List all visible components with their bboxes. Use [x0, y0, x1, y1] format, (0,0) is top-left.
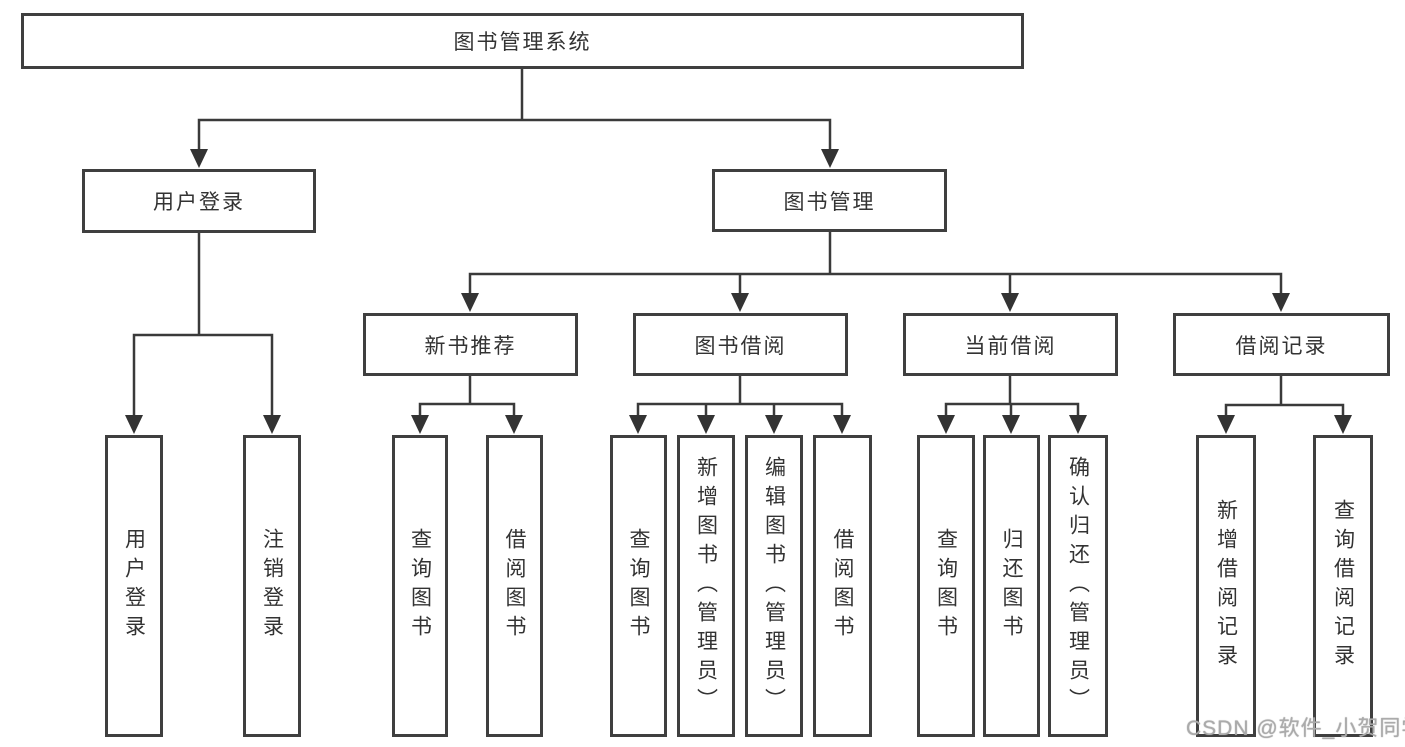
leaf-edit-books-admin-label: 编辑图书（管理员） — [762, 455, 786, 717]
leaf-logout: 注销登录 — [243, 435, 301, 737]
leaf-query-borrow-record-label: 查询借阅记录 — [1331, 499, 1355, 673]
connector-userlogin-to-leaves — [132, 233, 274, 418]
leaf-query-borrow-record: 查询借阅记录 — [1313, 435, 1373, 737]
leaf-borrow-books-recommend-label: 借阅图书 — [503, 528, 526, 644]
node-book-management: 图书管理 — [712, 169, 947, 232]
leaf-query-books-recommend: 查询图书 — [392, 435, 448, 737]
connector-bookmgmt-to-level3 — [468, 232, 1283, 296]
leaf-logout-label: 注销登录 — [260, 528, 284, 644]
leaf-return-books: 归还图书 — [983, 435, 1040, 737]
leaf-borrow-books: 借阅图书 — [813, 435, 872, 737]
connector-bookborrow-to-leaves — [636, 376, 844, 418]
connector-currentborrow-to-leaves — [944, 376, 1080, 418]
connector-newbooks-to-leaves — [418, 376, 516, 418]
node-book-borrow: 图书借阅 — [633, 313, 848, 376]
leaf-query-books-current: 查询图书 — [917, 435, 975, 737]
leaf-add-books-admin: 新增图书（管理员） — [677, 435, 735, 737]
leaf-user-login: 用户登录 — [105, 435, 163, 737]
leaf-add-books-admin-label: 新增图书（管理员） — [694, 455, 718, 717]
leaf-borrow-books-label: 借阅图书 — [831, 528, 854, 644]
node-borrow-records: 借阅记录 — [1173, 313, 1390, 376]
connector-borrowrecords-to-leaves — [1224, 376, 1345, 418]
node-book-borrow-label: 图书借阅 — [694, 334, 787, 358]
leaf-return-books-label: 归还图书 — [1000, 528, 1023, 644]
node-root-label: 图书管理系统 — [453, 31, 592, 54]
leaf-add-borrow-record-label: 新增借阅记录 — [1214, 499, 1238, 673]
node-current-borrow: 当前借阅 — [903, 313, 1118, 376]
node-current-borrow-label: 当前借阅 — [964, 334, 1057, 358]
leaf-user-login-label: 用户登录 — [122, 528, 146, 644]
leaf-query-books-recommend-label: 查询图书 — [408, 528, 432, 644]
leaf-add-borrow-record: 新增借阅记录 — [1196, 435, 1256, 737]
node-root-system: 图书管理系统 — [21, 13, 1024, 69]
leaf-borrow-books-recommend: 借阅图书 — [486, 435, 543, 737]
node-new-book-recommend: 新书推荐 — [363, 313, 578, 376]
leaf-query-books-current-label: 查询图书 — [934, 528, 958, 644]
leaf-confirm-return-admin-label: 确认归还（管理员） — [1066, 455, 1090, 717]
node-user-login-label: 用户登录 — [153, 191, 245, 214]
leaf-confirm-return-admin: 确认归还（管理员） — [1048, 435, 1108, 737]
leaf-query-books-borrow-label: 查询图书 — [627, 528, 650, 644]
node-book-management-label: 图书管理 — [783, 190, 876, 214]
leaf-edit-books-admin: 编辑图书（管理员） — [745, 435, 803, 737]
node-user-login: 用户登录 — [82, 169, 316, 233]
connector-root-to-level2 — [197, 69, 832, 152]
node-new-book-recommend-label: 新书推荐 — [424, 334, 517, 358]
csdn-watermark: CSDN @软件_小贺同学 — [1186, 717, 1405, 740]
node-borrow-records-label: 借阅记录 — [1235, 334, 1328, 358]
leaf-query-books-borrow: 查询图书 — [610, 435, 667, 737]
arrowheads — [125, 149, 1352, 434]
